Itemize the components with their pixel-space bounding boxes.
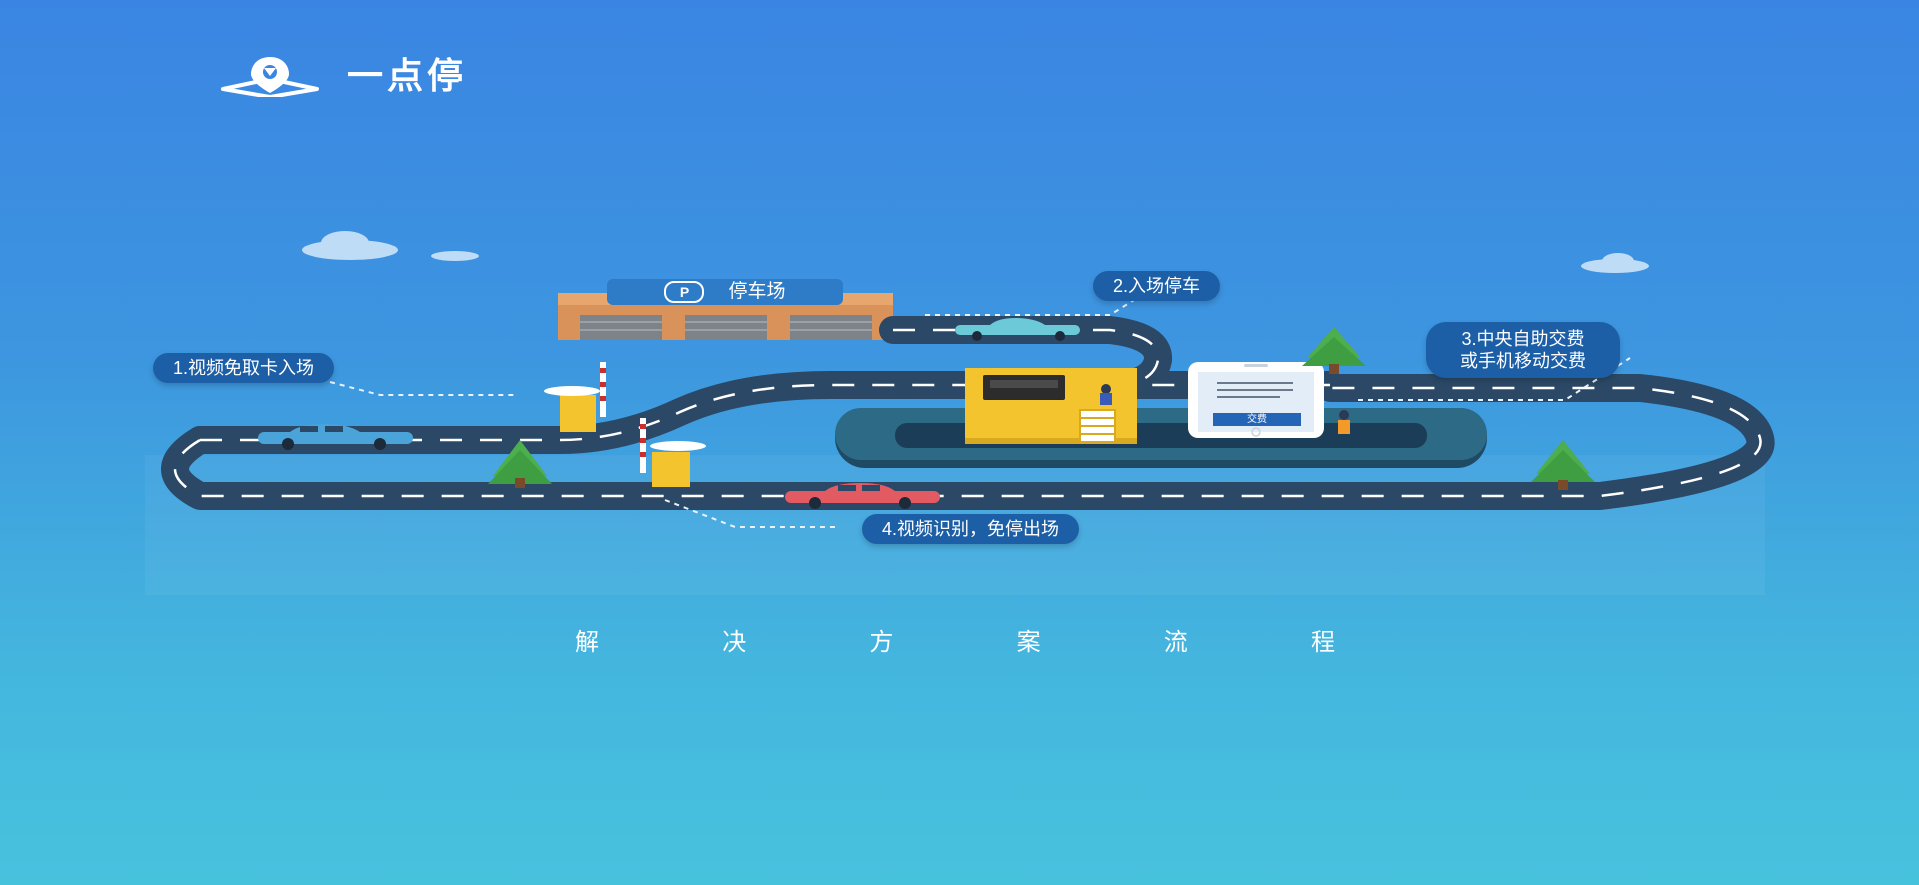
- service-island: [835, 408, 1487, 468]
- entry-gate: [544, 362, 606, 432]
- brand-logo: 一点停: [215, 55, 467, 97]
- step-2-label: 2.入场停车: [1093, 271, 1221, 301]
- title-char: 解: [575, 629, 599, 656]
- tree-icon: [488, 440, 552, 488]
- step-4-label: 4.视频识别，免停出场: [862, 514, 1080, 544]
- callout-line-2: [925, 289, 1151, 316]
- step-3-label: 3.中央自助交费 或手机移动交费: [1426, 322, 1620, 378]
- parking-p-icon: P: [664, 281, 705, 303]
- parking-lot-label: 停车场: [728, 281, 786, 302]
- brand-name: 一点停: [347, 55, 468, 96]
- step-3-line-2: 或手机移动交费: [1460, 351, 1586, 371]
- tree-icon: [1302, 327, 1366, 374]
- teal-car: [955, 318, 1080, 341]
- exit-gate: [640, 418, 706, 487]
- parking-lot-sign: P 停车场: [607, 279, 843, 305]
- step-1-label: 1.视频免取卡入场: [153, 353, 335, 383]
- title-char: 案: [1016, 629, 1041, 656]
- phone-pay-button: 交费: [1213, 413, 1301, 426]
- blue-car: [258, 424, 413, 450]
- title-char: 流: [1163, 629, 1188, 656]
- title-char: 方: [869, 629, 894, 656]
- payment-kiosk: [965, 368, 1137, 444]
- cloud-icon: [302, 231, 1649, 273]
- red-car: [785, 483, 940, 509]
- step-3-line-1: 3.中央自助交费: [1461, 329, 1585, 349]
- solution-flow-title: 解 决 方 案 流 程: [575, 625, 1335, 661]
- map-pin-logo-icon: [221, 57, 319, 97]
- callout-line-1: [329, 381, 515, 396]
- title-char: 程: [1310, 629, 1335, 656]
- title-char: 决: [722, 629, 747, 656]
- tree-icon: [1531, 440, 1595, 490]
